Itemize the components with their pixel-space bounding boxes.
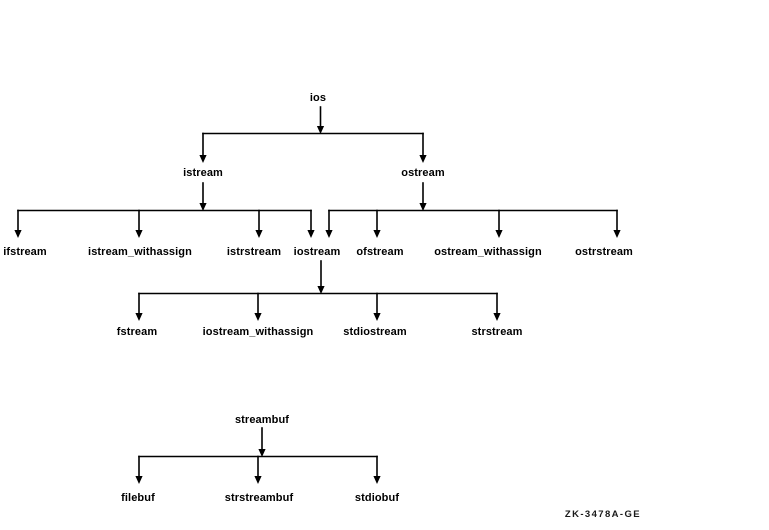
- inheritance-arrow-to-iostream-left: [307, 209, 315, 238]
- class-node-fstream: fstream: [117, 326, 158, 338]
- inheritance-arrow-to-stdiobuf: [373, 455, 381, 484]
- inheritance-arrow-to-stdiostream: [373, 292, 381, 321]
- arrowhead-down-icon: [495, 230, 503, 238]
- class-node-ostrstream: ostrstream: [575, 246, 633, 258]
- arrowhead-down-icon: [613, 230, 621, 238]
- figure-code: ZK-3478A-GE: [565, 509, 641, 520]
- class-node-istream-withassign: istream_withassign: [88, 246, 192, 258]
- arrowhead-down-icon: [254, 476, 262, 484]
- class-node-ios: ios: [310, 92, 326, 104]
- arrowhead-down-icon: [199, 155, 207, 163]
- inheritance-arrow-to-istream-withassign: [135, 209, 143, 238]
- connector-layer: [14, 106, 621, 484]
- inheritance-arrow-to-filebuf: [135, 455, 143, 484]
- arrowhead-down-icon: [325, 230, 333, 238]
- inheritance-arrow-to-strstreambuf: [254, 455, 262, 484]
- arrowhead-down-icon: [373, 230, 381, 238]
- arrowhead-down-icon: [135, 313, 143, 321]
- arrowhead-down-icon: [135, 476, 143, 484]
- inheritance-arrow-to-ostream: [419, 132, 427, 163]
- inheritance-arrow-ios-down: [316, 106, 325, 134]
- class-node-ofstream: ofstream: [356, 246, 403, 258]
- class-node-filebuf: filebuf: [121, 492, 155, 504]
- inheritance-arrow-iostream-down: [317, 260, 325, 294]
- class-node-ostream-withassign: ostream_withassign: [434, 246, 542, 258]
- arrowhead-down-icon: [493, 313, 501, 321]
- arrowhead-down-icon: [254, 313, 262, 321]
- arrowhead-down-icon: [255, 230, 263, 238]
- label-layer: ios istream ostream ifstream istream_withass…: [3, 92, 641, 520]
- inheritance-arrow-streambuf-down: [258, 427, 266, 457]
- inheritance-arrow-istream-down: [199, 182, 207, 211]
- inheritance-arrow-to-istrstream: [255, 209, 263, 238]
- class-node-streambuf: streambuf: [235, 414, 289, 426]
- inheritance-arrow-ostream-down: [419, 182, 427, 211]
- class-node-ostream: ostream: [401, 167, 445, 179]
- inheritance-arrow-to-ostrstream: [613, 209, 621, 238]
- arrowhead-down-icon: [373, 313, 381, 321]
- arrowhead-down-icon: [307, 230, 315, 238]
- class-node-stdiobuf: stdiobuf: [355, 492, 399, 504]
- class-node-strstreambuf: strstreambuf: [225, 492, 294, 504]
- arrowhead-down-icon: [373, 476, 381, 484]
- inheritance-arrow-to-fstream: [135, 292, 143, 321]
- inheritance-arrow-to-ifstream: [14, 209, 22, 238]
- class-node-iostream: iostream: [294, 246, 341, 258]
- inheritance-arrow-to-ofstream: [373, 209, 381, 238]
- class-node-istream: istream: [183, 167, 223, 179]
- inheritance-arrow-to-iostream-right: [325, 209, 333, 238]
- arrowhead-down-icon: [419, 155, 427, 163]
- inheritance-arrow-to-ostream-withassign: [495, 209, 503, 238]
- arrowhead-down-icon: [14, 230, 22, 238]
- class-node-strstream: strstream: [471, 326, 522, 338]
- arrowhead-down-icon: [419, 203, 427, 211]
- inheritance-arrow-to-iostream-withassign: [254, 292, 262, 321]
- arrowhead-down-icon: [258, 449, 266, 457]
- arrowhead-down-icon: [135, 230, 143, 238]
- arrowhead-down-icon: [316, 126, 325, 134]
- class-node-ifstream: ifstream: [3, 246, 47, 258]
- class-node-istrstream: istrstream: [227, 246, 281, 258]
- inheritance-arrow-to-strstream: [493, 292, 501, 321]
- arrowhead-down-icon: [199, 203, 207, 211]
- arrowhead-down-icon: [317, 286, 325, 294]
- class-node-iostream-withassign: iostream_withassign: [203, 326, 314, 338]
- class-node-stdiostream: stdiostream: [343, 326, 407, 338]
- inheritance-arrow-to-istream: [199, 132, 207, 163]
